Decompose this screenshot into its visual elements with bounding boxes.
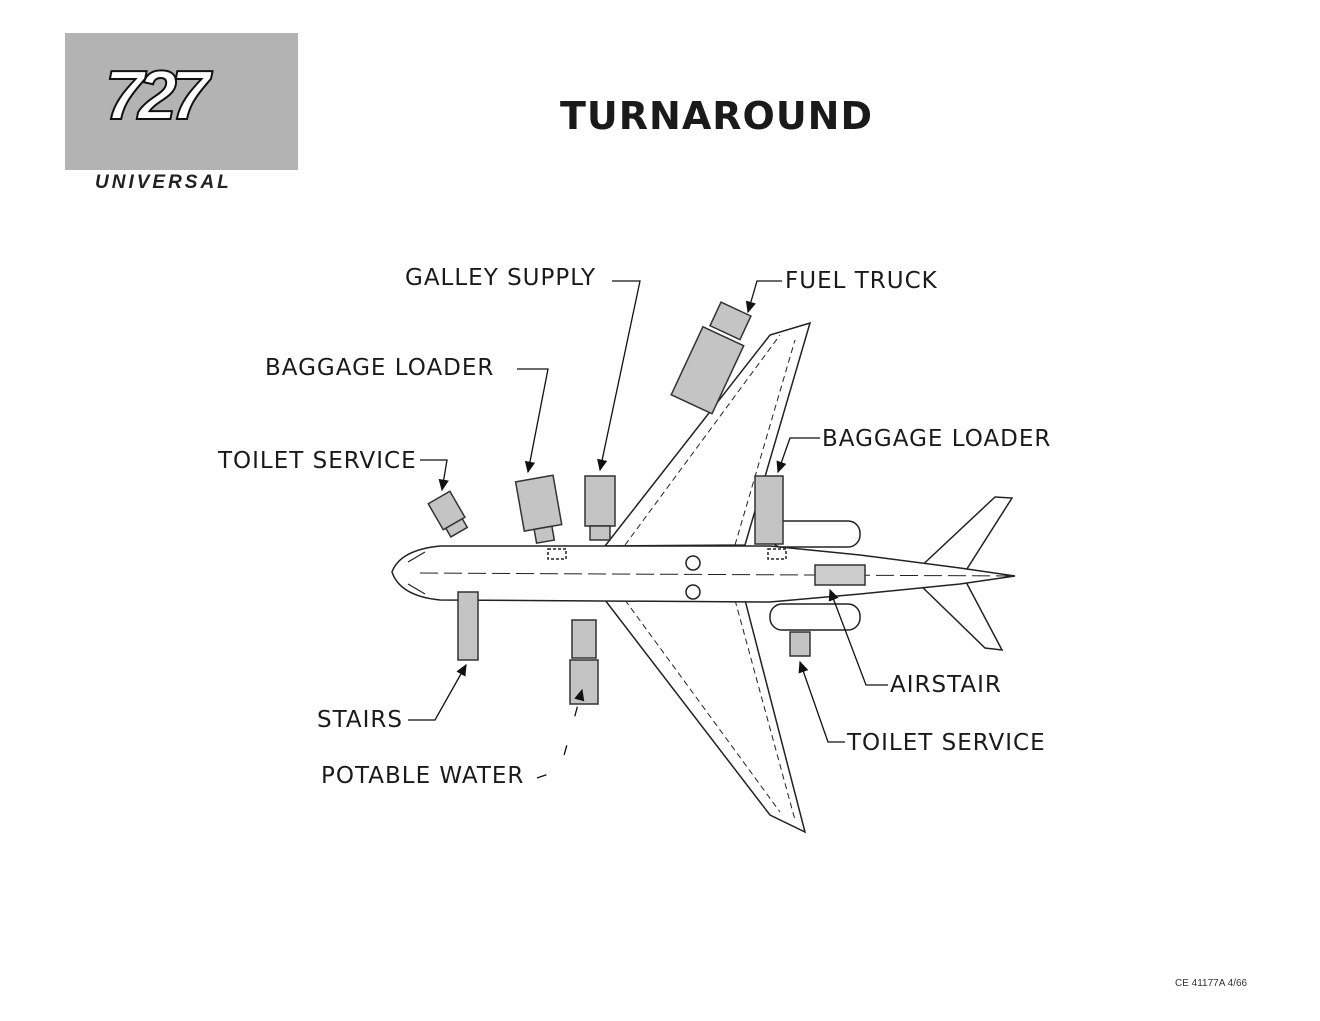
- label-baggage-loader-aft: BAGGAGE LOADER: [822, 426, 1052, 452]
- baggage-loader-fwd: [514, 474, 563, 545]
- upper-stabilizer: [913, 496, 1014, 573]
- label-baggage-loader-fwd: BAGGAGE LOADER: [265, 355, 495, 381]
- fuel-truck: [670, 301, 752, 415]
- logo-727: 727: [65, 33, 298, 170]
- leader-potable-water: [536, 688, 585, 779]
- leader-galley-supply: [597, 280, 641, 472]
- label-fuel-truck: FUEL TRUCK: [785, 268, 938, 294]
- leader-toilet-service-aft: [798, 660, 845, 743]
- leader-stairs: [408, 663, 467, 721]
- label-stairs: STAIRS: [317, 707, 403, 733]
- label-potable-water: POTABLE WATER: [321, 763, 525, 789]
- toilet-service-fwd: [427, 490, 469, 538]
- toilet-service-aft: [789, 631, 811, 657]
- label-toilet-service-fwd: TOILET SERVICE: [218, 448, 417, 474]
- lower-engine: [769, 603, 861, 631]
- leader-toilet-service-fwd: [420, 459, 449, 492]
- label-airstair: AIRSTAIR: [890, 672, 1002, 698]
- galley-supply-truck: [584, 475, 616, 527]
- page-title: TURNAROUND: [560, 94, 874, 138]
- baggage-loader-aft: [754, 475, 784, 545]
- document-code: CE 41177A 4/66: [1175, 978, 1248, 989]
- logo-subtitle: UNIVERSAL: [95, 172, 232, 193]
- potable-water-truck: [569, 619, 599, 705]
- label-galley-supply: GALLEY SUPPLY: [405, 265, 597, 291]
- lower-wing: [603, 599, 807, 834]
- leader-baggage-loader-aft: [776, 437, 820, 474]
- logo-model: 727: [104, 55, 211, 135]
- fuselage: [391, 545, 1016, 603]
- leader-baggage-loader-fwd: [517, 368, 549, 474]
- leader-fuel-truck: [745, 280, 782, 314]
- stairs: [457, 591, 479, 661]
- center-engine: [814, 564, 866, 586]
- label-toilet-service-aft: TOILET SERVICE: [847, 730, 1046, 756]
- lower-stabilizer: [913, 579, 1004, 651]
- leader-airstair: [828, 588, 888, 686]
